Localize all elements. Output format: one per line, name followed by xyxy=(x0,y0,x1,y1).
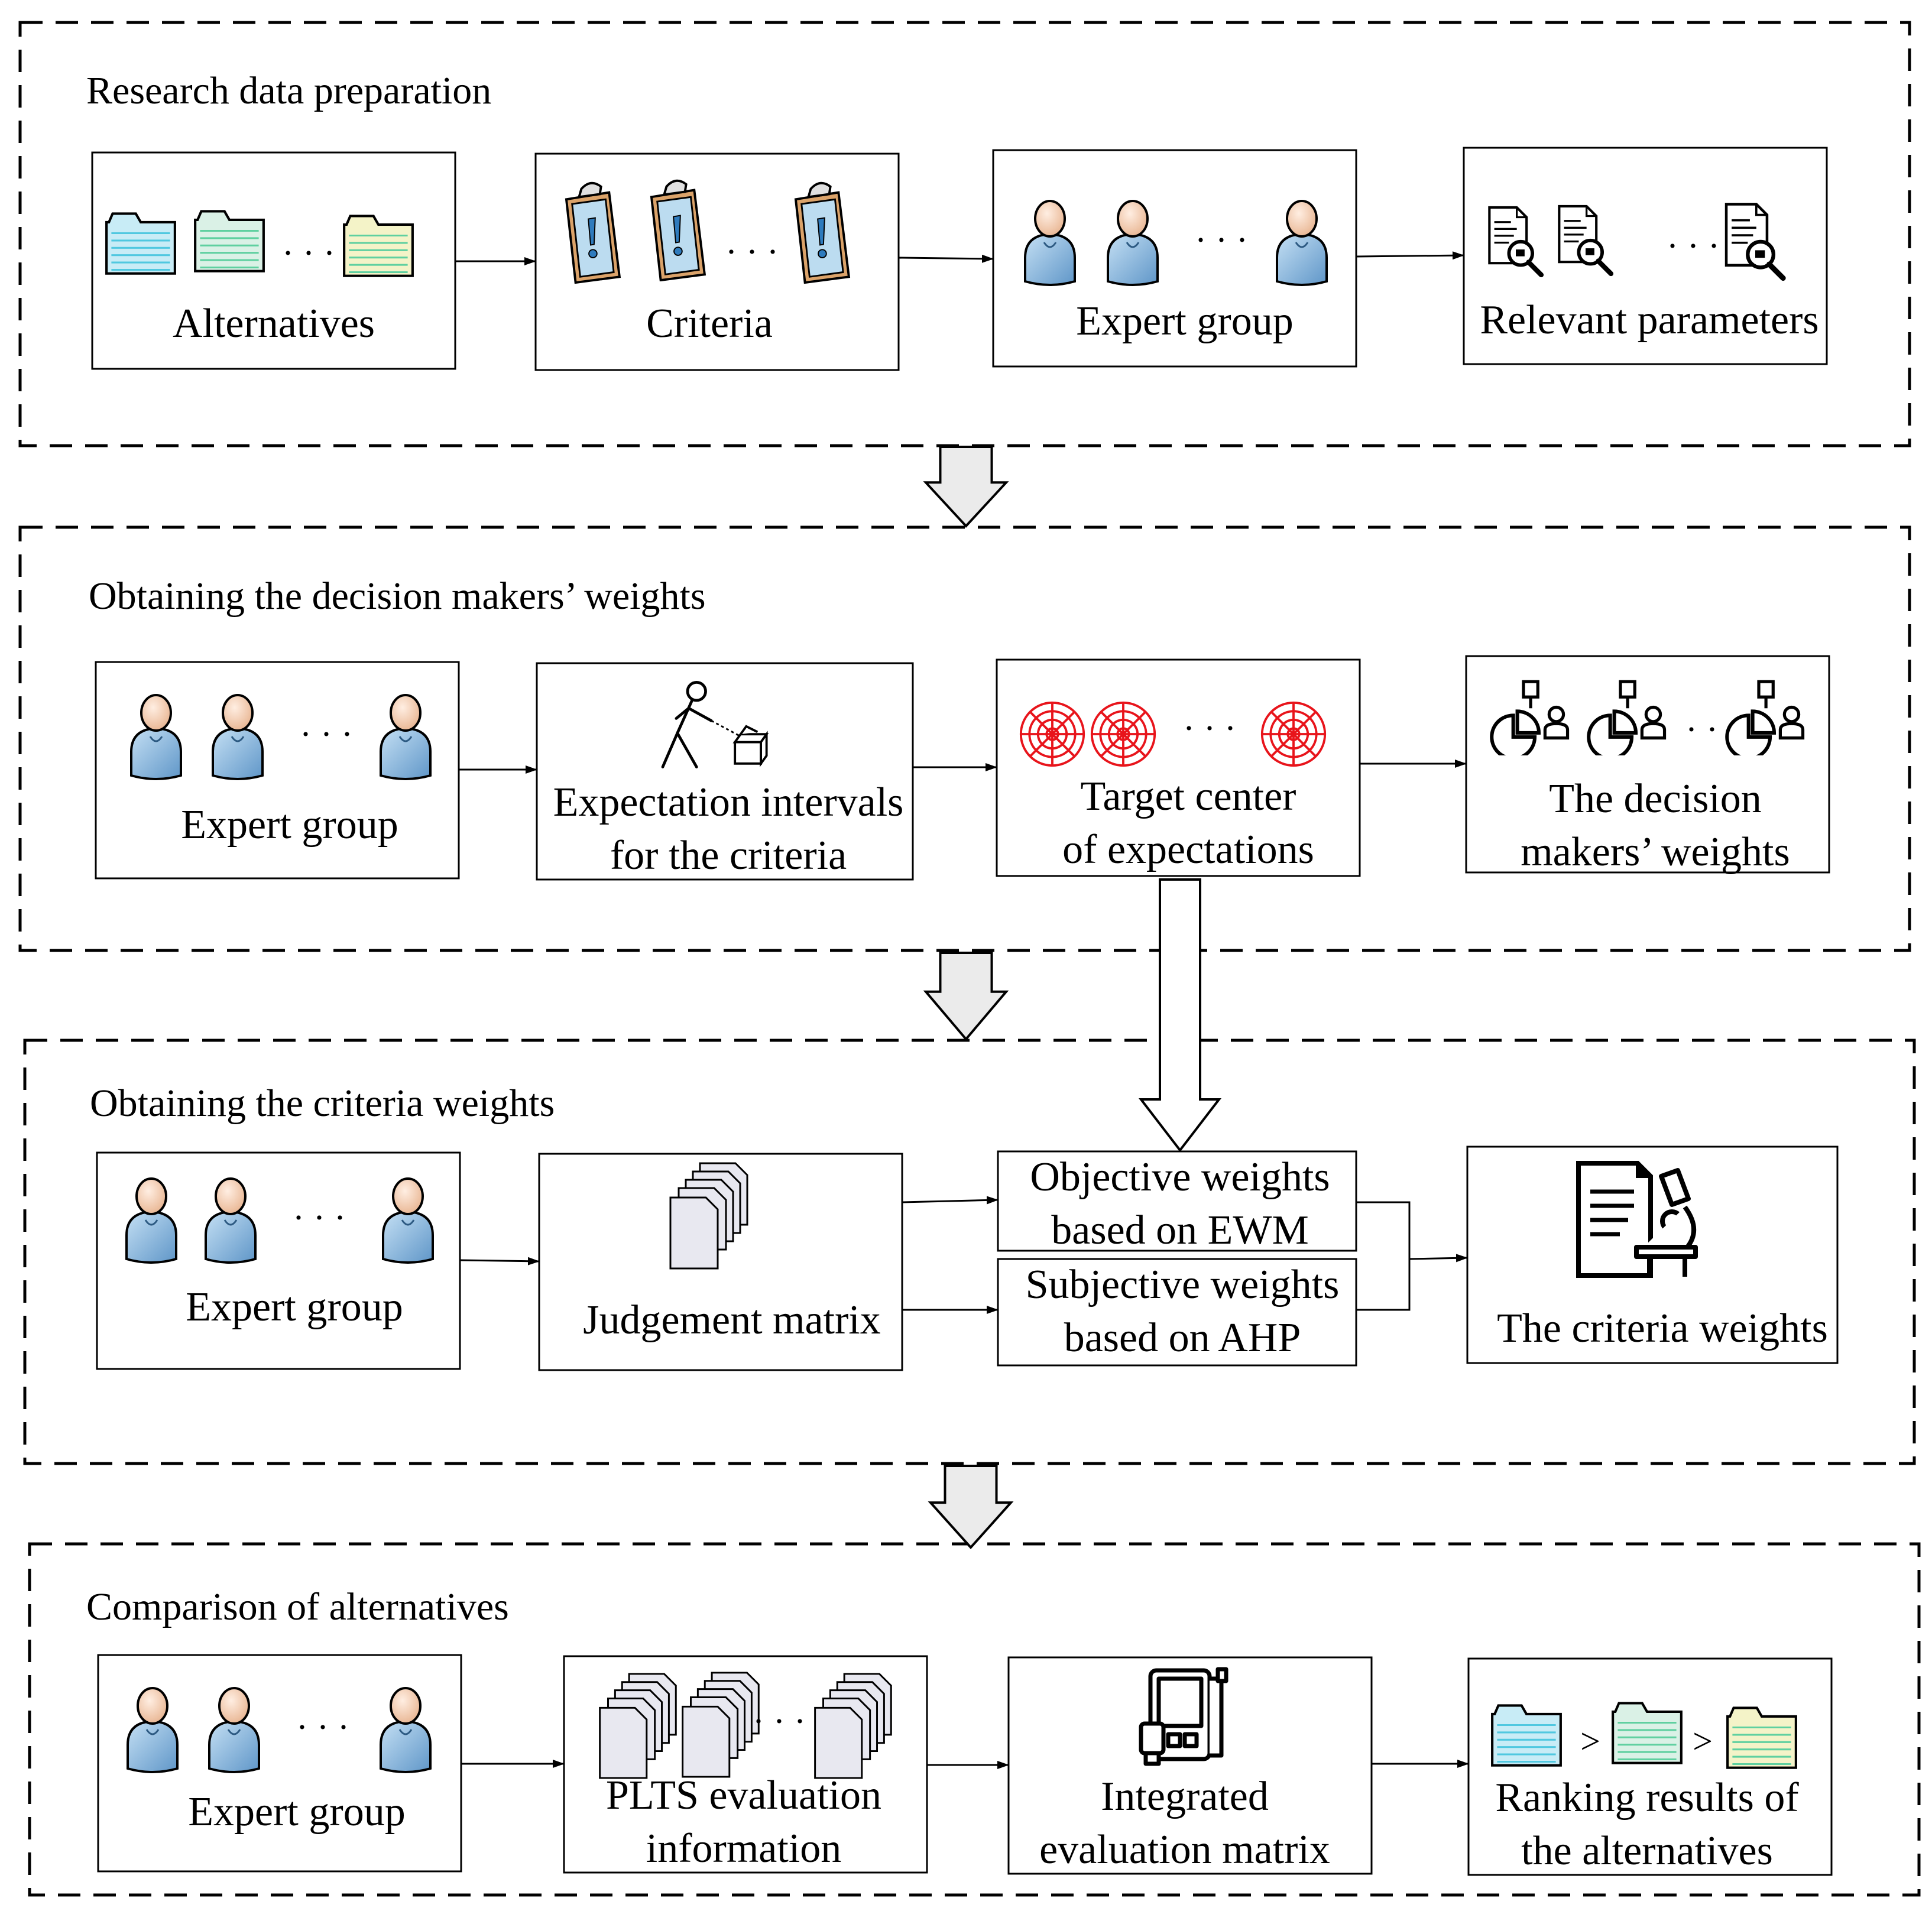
box-label-line-2: the alternatives xyxy=(1521,1828,1773,1874)
ellipsis: · · · xyxy=(1195,220,1248,259)
target-icon xyxy=(1260,701,1327,767)
target-icon xyxy=(1090,701,1156,767)
process-box: Expectation intervals for the criteria xyxy=(536,662,914,881)
stage-title: Obtaining the criteria weights xyxy=(90,1082,555,1125)
folder-icon xyxy=(195,211,264,271)
stage-frame xyxy=(23,1039,1916,1465)
stage-transition-arrow xyxy=(928,1465,1014,1549)
process-box: Objective weights based on EWM xyxy=(997,1150,1357,1253)
process-box: Target center of expectations xyxy=(996,658,1361,877)
greater-than-symbol: > xyxy=(1693,1722,1713,1761)
folder-icon xyxy=(106,213,175,273)
target-icon xyxy=(1019,701,1085,767)
folder-icon xyxy=(1492,1705,1561,1765)
process-box-frame xyxy=(996,658,1361,877)
stage-transition-arrow xyxy=(923,952,1009,1041)
process-box-frame xyxy=(997,1258,1357,1367)
box-label-line-2: information xyxy=(646,1826,841,1871)
box-label: Expert group xyxy=(1076,298,1293,344)
greater-than-symbol: > xyxy=(1580,1722,1600,1761)
folder-icon xyxy=(344,216,413,275)
ellipsis: · · · xyxy=(1667,226,1720,265)
box-label-line-1: Integrated xyxy=(1101,1774,1269,1819)
box-label-line-2: evaluation matrix xyxy=(1039,1827,1330,1873)
stage-2: Obtaining the decision makers’ weights xyxy=(18,525,1911,952)
process-box-frame xyxy=(997,1150,1357,1252)
flow-arrow xyxy=(898,254,994,263)
box-label: Expert group xyxy=(188,1789,405,1835)
target-to-ewm-arrow xyxy=(1138,878,1222,1153)
box-label: The criteria weights xyxy=(1497,1306,1828,1351)
box-label: Criteria xyxy=(646,301,773,346)
box-label-line-2: based on AHP xyxy=(1064,1315,1301,1361)
stage-title: Obtaining the decision makers’ weights xyxy=(89,575,706,618)
flow-arrow xyxy=(902,1196,999,1205)
box-label-line-1: Ranking results of xyxy=(1495,1775,1799,1821)
ellipsis: · · · xyxy=(1183,709,1236,748)
box-label-line-2: of expectations xyxy=(1062,827,1314,872)
box-label-line-1: Objective weights xyxy=(1030,1154,1330,1200)
box-label-line-1: Subjective weights xyxy=(1026,1262,1340,1307)
flow-arrow xyxy=(459,1257,540,1265)
connectors-layer xyxy=(455,251,1469,1769)
ellipsis: · · · xyxy=(282,233,335,272)
ellipsis: · · · xyxy=(293,1198,346,1237)
ellipsis: · · · xyxy=(725,232,779,271)
ellipsis: · · · xyxy=(296,1708,349,1747)
stage-frame xyxy=(18,21,1911,447)
stage-3: Obtaining the criteria weights xyxy=(23,1039,1916,1465)
process-box: Subjective weights based on AHP xyxy=(997,1258,1357,1367)
process-box: The decision makers’ weights xyxy=(1465,655,1830,875)
box-label: Expert group xyxy=(186,1284,403,1330)
stage-transition-arrow xyxy=(923,446,1009,528)
box-label-line-1: The decision xyxy=(1549,776,1762,822)
stage-title: Comparison of alternatives xyxy=(86,1585,509,1628)
box-label: Judgement matrix xyxy=(583,1297,881,1343)
merge-bracket xyxy=(1356,1201,1411,1311)
box-label: Alternatives xyxy=(173,301,375,346)
box-label-line-2: for the criteria xyxy=(610,833,847,878)
flow-arrow xyxy=(1409,1254,1468,1263)
box-label-line-2: makers’ weights xyxy=(1521,829,1790,875)
flow-arrow xyxy=(1356,251,1464,260)
box-label-line-2: based on EWM xyxy=(1051,1208,1308,1253)
folder-icon xyxy=(1727,1708,1796,1767)
device-icon xyxy=(1141,1669,1226,1764)
box-label-line-1: Target center xyxy=(1081,774,1296,819)
stage-frame xyxy=(18,525,1911,952)
ellipsis: · · · xyxy=(300,715,353,754)
process-box-frame xyxy=(536,662,914,881)
box-label: Expert group xyxy=(181,802,398,848)
icons-layer: · · · · · · · · · · · · · · · · · · · · · · · ·… xyxy=(106,179,1803,1779)
folder-icon xyxy=(1613,1703,1681,1763)
stage-title: Research data preparation xyxy=(86,69,491,112)
box-label-line-1: Expectation intervals xyxy=(553,780,904,825)
ellipsis: · · · xyxy=(753,1702,806,1741)
process-box: Ranking results of the alternatives xyxy=(1467,1657,1833,1876)
stage-1: Research data preparation xyxy=(18,21,1911,447)
box-label: Relevant parameters xyxy=(1480,297,1818,343)
box-label-line-1: PLTS evaluation xyxy=(606,1773,881,1818)
